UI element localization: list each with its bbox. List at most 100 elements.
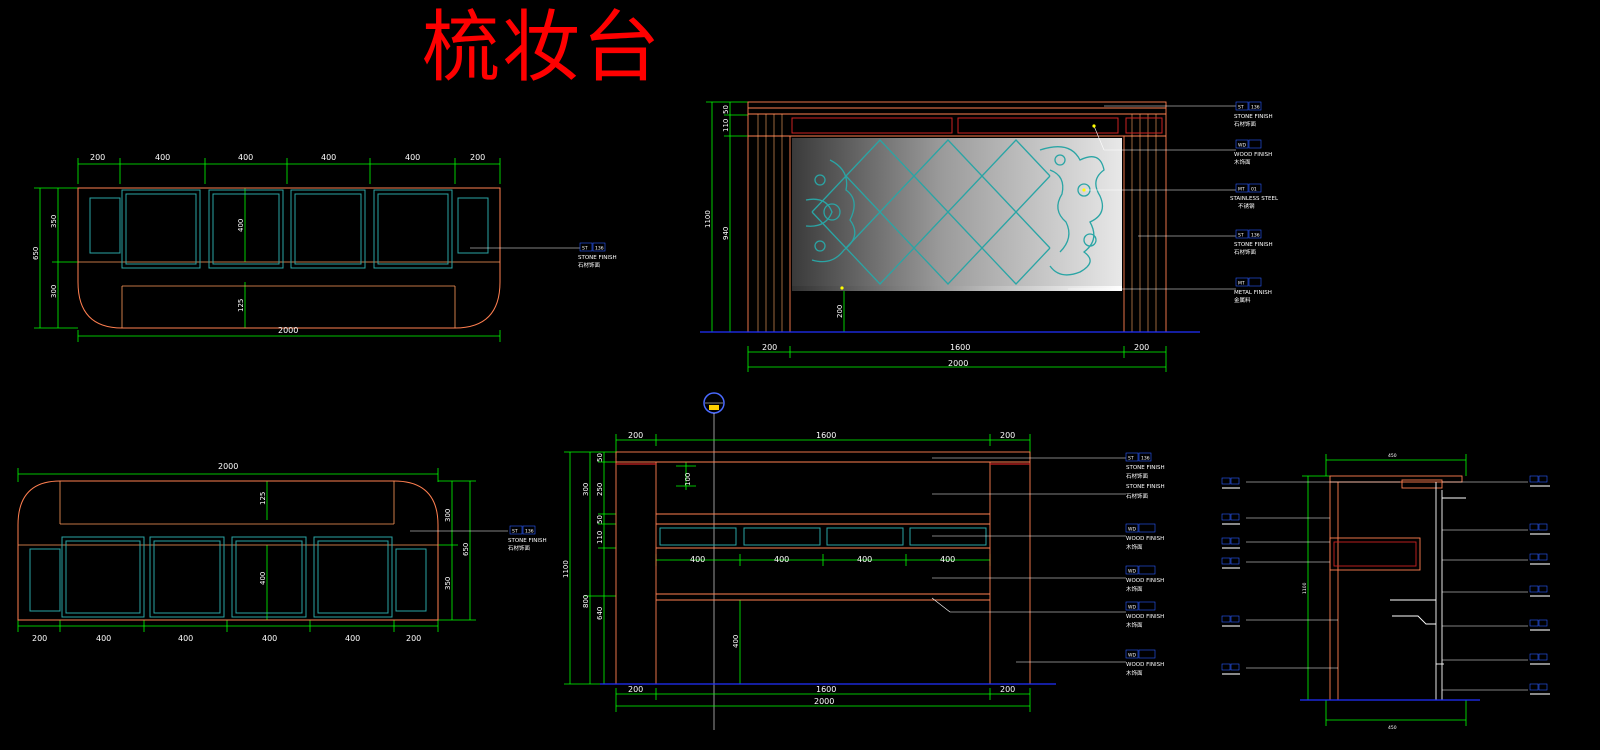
plan-bottom-view: ST 136 STONE FINISH 石材饰面 2000 200 400 40…	[17, 462, 547, 643]
dim-label: 400	[690, 555, 705, 564]
tag-en: WOOD FINISH	[1126, 536, 1164, 542]
drawing-title: 梳妆台	[422, 3, 663, 93]
dim-label: 800	[582, 595, 590, 608]
plan-top-material-tag: ST 136 STONE FINISH 石材饰面	[578, 242, 617, 269]
tag-num: 01	[1251, 187, 1257, 193]
tag-en: STONE FINISH	[508, 538, 547, 544]
tag-code: WD	[1128, 653, 1136, 659]
tag-en: WOOD FINISH	[1126, 578, 1164, 584]
dim-label: 1600	[950, 343, 970, 352]
dim-label: 200	[836, 305, 844, 318]
front-elevation-view: ST 136 STONE FINISH 石材饰面 STONE FINISH 石材…	[562, 392, 1165, 730]
dim-label: 400	[345, 634, 360, 643]
dim-label: 2000	[948, 359, 968, 368]
dim-label: 940	[722, 227, 730, 240]
tag-cn: 石材饰面	[1234, 120, 1257, 128]
tag-cn: 石材饰面	[1126, 492, 1149, 500]
tag-cn: 木饰面	[1126, 543, 1143, 551]
front-material-tag: ST 136 STONE FINISH 石材饰面	[1125, 452, 1165, 480]
tag-cn: 石材饰面	[1126, 472, 1149, 480]
dim-label: 400	[178, 634, 193, 643]
dim-label: 100	[684, 473, 692, 486]
tag-num: 136	[595, 246, 604, 252]
dim-label: 400	[940, 555, 955, 564]
tag-code: WD	[1238, 143, 1246, 149]
tag-code: MT	[1238, 187, 1245, 193]
tag-code: ST	[1238, 105, 1244, 111]
dim-label: 125	[259, 492, 267, 505]
dim-label: 200	[628, 685, 643, 694]
dim-label: 200	[32, 634, 47, 643]
dim-label: 400	[155, 153, 170, 162]
tag-code: ST	[512, 529, 518, 535]
dim-label: 400	[238, 153, 253, 162]
dim-label: 50	[722, 105, 730, 114]
dim-label: 400	[857, 555, 872, 564]
dim-label: 400	[259, 572, 267, 585]
dim-label: 350	[444, 577, 452, 590]
mirror-material-tag: WD WOOD FINISH 木饰面	[1234, 139, 1272, 166]
dim-label: 300	[582, 483, 590, 496]
dim-label: 2000	[814, 697, 834, 706]
dim-label: 400	[774, 555, 789, 564]
dim-label: 300	[444, 509, 452, 522]
section-tag-text-marks	[1222, 485, 1550, 695]
front-material-tag: STONE FINISH 石材饰面	[1126, 484, 1165, 500]
tag-en: WOOD FINISH	[1126, 662, 1164, 668]
dim-label: 1600	[816, 431, 836, 440]
front-material-tag: WD WOOD FINISH 木饰面	[1125, 523, 1164, 551]
dim-label: 50	[596, 515, 604, 524]
tag-num: 136	[1251, 233, 1260, 239]
tag-num: 136	[1141, 456, 1150, 462]
tag-num: 136	[1251, 105, 1260, 111]
tag-en: WOOD FINISH	[1126, 614, 1164, 620]
dim-label: 125	[237, 299, 245, 312]
tag-en: STONE FINISH	[1126, 484, 1165, 490]
dim-label: 350	[50, 215, 58, 228]
tag-code: MT	[1238, 281, 1245, 287]
tag-en: STONE FINISH	[1234, 242, 1273, 248]
tag-code: WD	[1128, 605, 1136, 611]
tag-code: ST	[582, 246, 588, 252]
tag-cn: 石材饰面	[578, 261, 601, 269]
front-material-tag: WD WOOD FINISH 木饰面	[1125, 649, 1164, 677]
dim-label: 2000	[278, 326, 298, 335]
tag-cn: 石材饰面	[1234, 248, 1257, 256]
dim-label: 200	[762, 343, 777, 352]
mirror-material-tag: MT METAL FINISH 金属料	[1234, 277, 1272, 304]
dim-label: 50	[596, 453, 604, 462]
tag-en: STONE FINISH	[578, 255, 617, 261]
dim-label: 1100	[562, 560, 570, 578]
dim-label: 200	[1134, 343, 1149, 352]
dim-label: 400	[732, 635, 740, 648]
section-marker	[703, 392, 725, 730]
dim-label: 1100	[1302, 582, 1308, 594]
dim-label: 400	[237, 219, 245, 232]
tag-cn: 木饰面	[1126, 585, 1143, 593]
plan-bottom-material-tag: ST 136 STONE FINISH 石材饰面	[508, 525, 547, 552]
dim-label: 300	[50, 285, 58, 298]
mirror-material-tag: ST 136 STONE FINISH 石材饰面	[1234, 229, 1273, 256]
tag-cn: 木饰面	[1126, 621, 1143, 629]
tag-code: ST	[1238, 233, 1244, 239]
tag-code: WD	[1128, 527, 1136, 533]
front-material-tag: WD WOOD FINISH 木饰面	[1125, 565, 1164, 593]
decorative-lattice	[805, 139, 1105, 285]
dim-label: 2000	[218, 462, 238, 471]
tag-en: WOOD FINISH	[1234, 152, 1272, 158]
dim-label: 110	[596, 531, 604, 544]
dim-label: 200	[628, 431, 643, 440]
section-tag-boxes	[1221, 475, 1548, 691]
dim-label: 200	[90, 153, 105, 162]
dim-label: 1100	[704, 210, 712, 228]
dim-label: 650	[32, 247, 40, 260]
dim-label: 200	[406, 634, 421, 643]
tag-code: ST	[1128, 456, 1134, 462]
tag-cn: 木饰面	[1126, 669, 1143, 677]
dim-label: 400	[96, 634, 111, 643]
dim-label: 400	[321, 153, 336, 162]
plan-top-view: ST 136 STONE FINISH 石材饰面 200 400 400 400…	[32, 153, 617, 342]
dim-label: 200	[1000, 685, 1015, 694]
dim-label: 200	[470, 153, 485, 162]
tag-cn: 石材饰面	[508, 544, 531, 552]
